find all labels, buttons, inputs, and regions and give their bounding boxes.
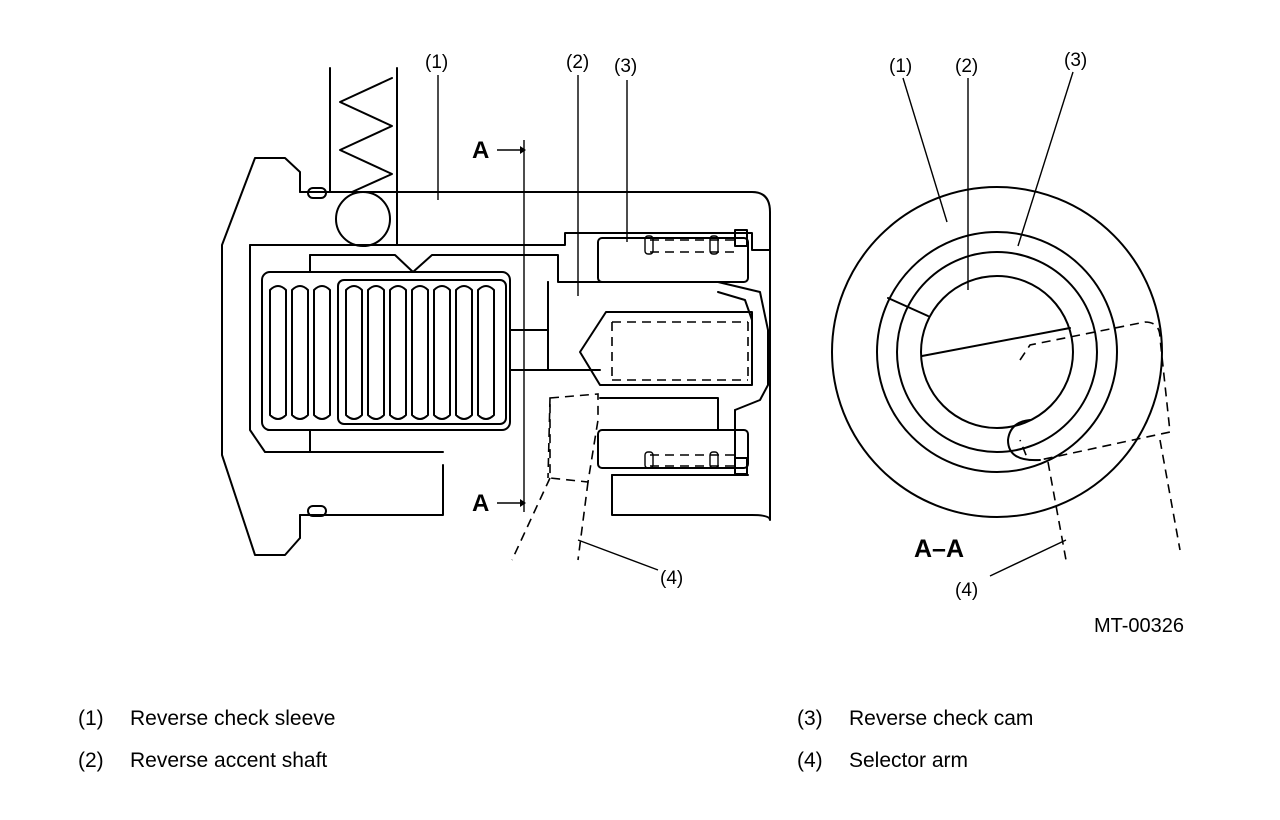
callout-arm-right: (4)	[955, 580, 978, 601]
section-marker-bottom: A	[472, 490, 489, 517]
section-title: A–A	[914, 535, 964, 563]
cam-notch	[887, 297, 929, 317]
sleeve-outer-circle	[831, 186, 1163, 518]
cam-circle	[876, 231, 1118, 473]
legend-item: (4) Selector arm	[797, 749, 968, 773]
callout-sleeve-right: (1)	[889, 56, 912, 77]
detent-ball	[335, 191, 391, 247]
legend-item: (1) Reverse check sleeve	[78, 707, 335, 731]
legend-number: (3)	[797, 707, 823, 730]
legend-label: Reverse check cam	[849, 707, 1034, 730]
cross-section-view: A A (1) (2) (3) (4)	[221, 52, 771, 589]
legend-number: (4)	[797, 749, 823, 772]
section-marker-top: A	[472, 137, 489, 164]
callout-arm-left: (4)	[660, 568, 683, 589]
legend-number: (1)	[78, 707, 104, 730]
selector-arm-hidden	[511, 393, 599, 561]
cam-inner-circle	[896, 251, 1098, 453]
inner-bore-outline	[249, 232, 771, 453]
selector-arm-section	[1019, 321, 1171, 461]
callout-shaft-right: (2)	[955, 56, 978, 77]
detent-spring	[329, 67, 398, 246]
shaft-circle	[920, 275, 1074, 429]
section-arrow-bottom	[497, 499, 526, 507]
legend: (1) Reverse check sleeve (2) Reverse accen…	[0, 690, 1280, 790]
legend-item: (2) Reverse accent shaft	[78, 749, 327, 773]
legend-label: Selector arm	[849, 749, 969, 772]
callout-cam-right: (3)	[1064, 50, 1087, 71]
figure-id: MT-00326	[1094, 615, 1184, 637]
check-cam-upper	[597, 229, 769, 411]
sleeve-body-outline	[221, 157, 771, 556]
callout-shaft-left: (2)	[566, 52, 589, 73]
coil-spring	[261, 271, 511, 431]
section-arrow-top	[497, 146, 526, 154]
legend-label: Reverse check sleeve	[130, 707, 336, 730]
legend-number: (2)	[78, 749, 104, 772]
reverse-check-diagram: A A (1) (2) (3) (4) (1) (2)	[221, 50, 1184, 637]
section-a-a-view: (1) (2) (3) (4) A–A	[831, 50, 1181, 601]
accent-shaft	[509, 281, 753, 386]
arm-tip	[1007, 419, 1041, 462]
legend-item: (3) Reverse check cam	[797, 707, 1033, 731]
callout-sleeve-left: (1)	[425, 52, 448, 73]
legend-label: Reverse accent shaft	[130, 749, 328, 772]
check-cam-lower	[597, 397, 749, 476]
callout-cam-left: (3)	[614, 56, 637, 77]
